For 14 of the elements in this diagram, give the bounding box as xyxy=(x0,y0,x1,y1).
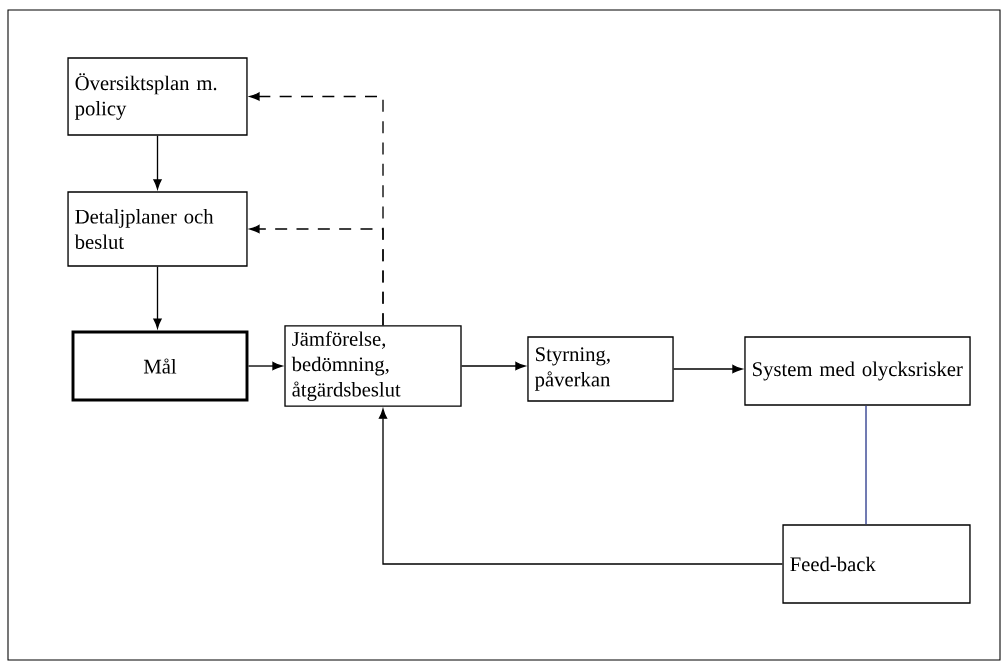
arrow xyxy=(247,361,283,371)
arrow xyxy=(153,135,162,190)
process-box: Styrning, påverkan xyxy=(527,336,674,402)
process-box: Översiktsplan m. policy xyxy=(67,57,248,136)
process-box: Jämförelse, bedömning, åtgärdsbeslut xyxy=(284,325,462,407)
arrow xyxy=(153,266,162,329)
process-box: Detaljplaner och beslut xyxy=(67,191,248,267)
process-box: System med olycksrisker xyxy=(744,336,971,406)
process-box: Feed-back xyxy=(782,524,971,604)
arrow xyxy=(378,408,784,565)
arrow xyxy=(461,361,526,371)
arrow xyxy=(673,364,743,374)
arrow xyxy=(249,224,384,326)
process-box: Mål xyxy=(71,330,249,402)
